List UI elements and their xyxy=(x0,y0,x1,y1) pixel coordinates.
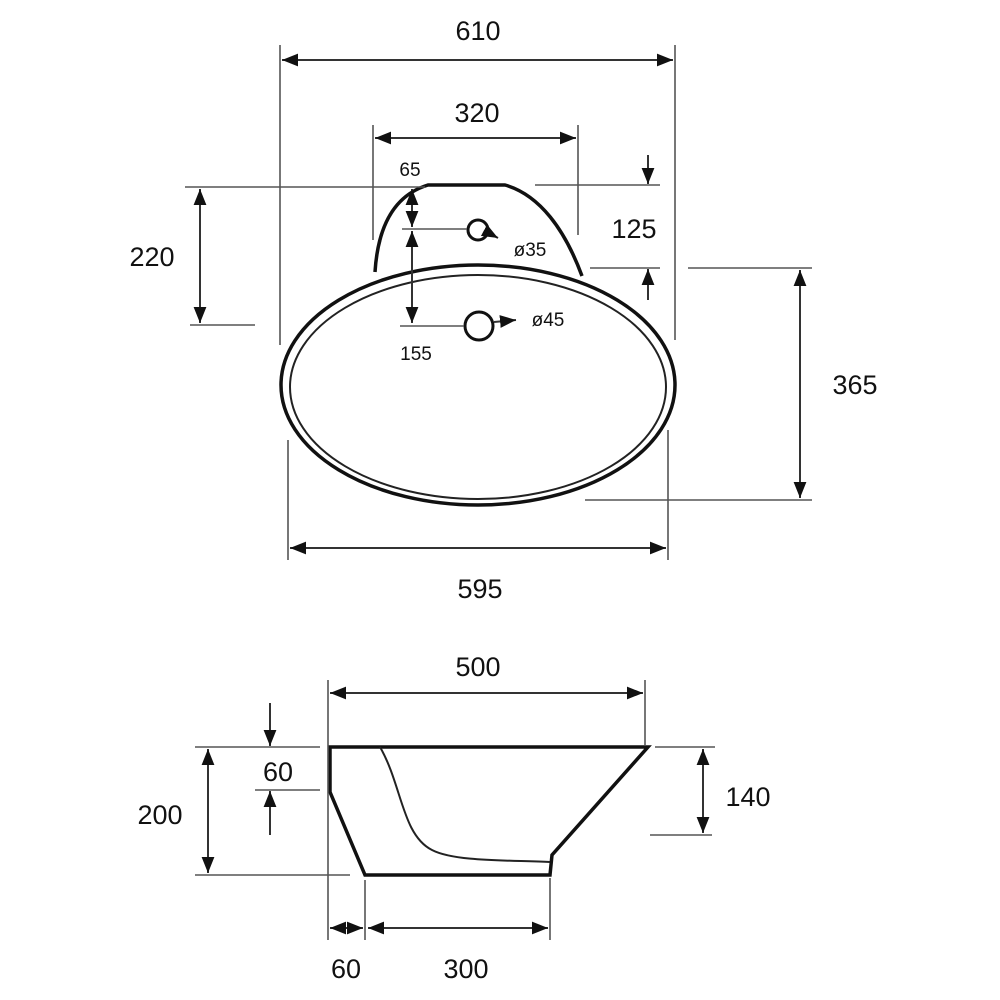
label-60-base: 60 xyxy=(331,954,361,984)
label-320: 320 xyxy=(454,98,499,128)
overflow-hole xyxy=(463,310,495,342)
label-60-rim: 60 xyxy=(263,757,293,787)
label-595: 595 xyxy=(457,574,502,604)
label-365: 365 xyxy=(832,370,877,400)
bowl-outer-rim xyxy=(279,263,677,507)
label-300: 300 xyxy=(443,954,488,984)
overflow-leader xyxy=(493,315,517,328)
label-125: 125 xyxy=(611,214,656,244)
label-overflow-diameter: ø45 xyxy=(532,310,565,331)
label-tap-diameter: ø35 xyxy=(514,240,547,261)
label-65: 65 xyxy=(399,160,420,181)
side-view: 500 200 60 140 60 300 xyxy=(137,652,770,984)
label-220: 220 xyxy=(129,242,174,272)
bowl-inner-rim xyxy=(289,274,667,500)
inner-bowl-curve xyxy=(379,746,551,863)
tap-hole-leader xyxy=(480,224,499,239)
label-200: 200 xyxy=(137,800,182,830)
label-140: 140 xyxy=(725,782,770,812)
side-profile-outline xyxy=(328,745,652,877)
tap-hole xyxy=(466,218,490,242)
label-500: 500 xyxy=(455,652,500,682)
top-view: 610 320 220 65 ø35 155 ø45 125 365 xyxy=(129,16,877,604)
tap-block-outline xyxy=(373,183,584,277)
label-155: 155 xyxy=(400,344,432,365)
label-610: 610 xyxy=(455,16,500,46)
